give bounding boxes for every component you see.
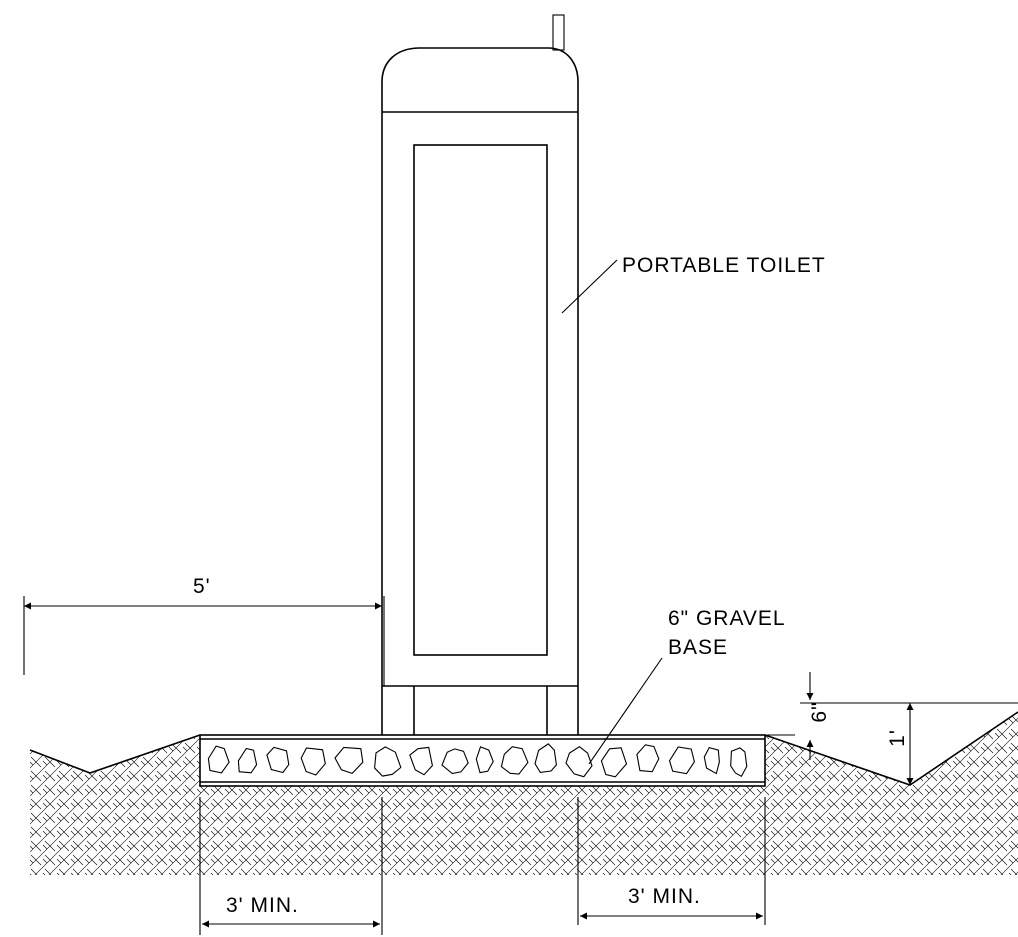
right-min-dimension: 3' MIN. bbox=[577, 797, 766, 925]
gravel-stone bbox=[207, 745, 230, 774]
gravel-stone bbox=[409, 746, 433, 776]
gravel-callout: 6" GRAVEL BASE bbox=[588, 607, 786, 765]
gravel-stone bbox=[668, 746, 695, 775]
right-min-text: 3' MIN. bbox=[628, 885, 701, 908]
earth-hatch bbox=[30, 712, 1018, 875]
gravel-stone bbox=[374, 746, 402, 777]
swale-depth-text: 1' bbox=[886, 729, 909, 747]
gravel-stone bbox=[565, 746, 593, 778]
left-min-text: 3' MIN. bbox=[226, 894, 299, 917]
gravel-stone bbox=[300, 747, 326, 776]
gravel-stone bbox=[600, 747, 628, 778]
gravel-stone bbox=[703, 746, 720, 775]
gravel-stone bbox=[500, 746, 529, 775]
gravel-depth-text: 6" bbox=[808, 701, 831, 722]
roof-dome bbox=[381, 47, 579, 98]
gravel-label-line2: BASE bbox=[668, 636, 728, 659]
gravel-stone bbox=[730, 747, 748, 778]
gravel-stone bbox=[334, 746, 364, 775]
door-panel bbox=[413, 144, 548, 656]
left-min-dimension: 3' MIN. bbox=[199, 797, 383, 935]
ground bbox=[29, 711, 1018, 875]
gravel-label-line1: 6" GRAVEL bbox=[668, 607, 786, 630]
toilet-callout: PORTABLE TOILET bbox=[561, 254, 826, 314]
vent-pipe bbox=[552, 14, 565, 51]
clearance-dim-text: 5' bbox=[193, 575, 211, 598]
gravel-base bbox=[199, 734, 766, 787]
toilet-label: PORTABLE TOILET bbox=[622, 254, 826, 277]
gravel-stone bbox=[266, 746, 290, 774]
gravel-leader bbox=[588, 657, 663, 765]
gravel-stone bbox=[475, 746, 494, 774]
portable-toilet bbox=[381, 14, 579, 735]
gravel-depth-dimension: 6" bbox=[767, 672, 831, 760]
clearance-dimension: 5' bbox=[23, 575, 385, 686]
gravel-stone bbox=[534, 743, 557, 773]
gravel-stones bbox=[207, 743, 748, 778]
gravel-stone bbox=[237, 747, 258, 774]
swale-depth-dimension: 1' bbox=[800, 702, 1018, 785]
gravel-stone bbox=[636, 744, 660, 773]
gravel-base-outline bbox=[199, 734, 766, 787]
gravel-stone bbox=[441, 748, 469, 775]
toilet-leader bbox=[561, 259, 618, 314]
ground-line-left bbox=[29, 734, 201, 774]
